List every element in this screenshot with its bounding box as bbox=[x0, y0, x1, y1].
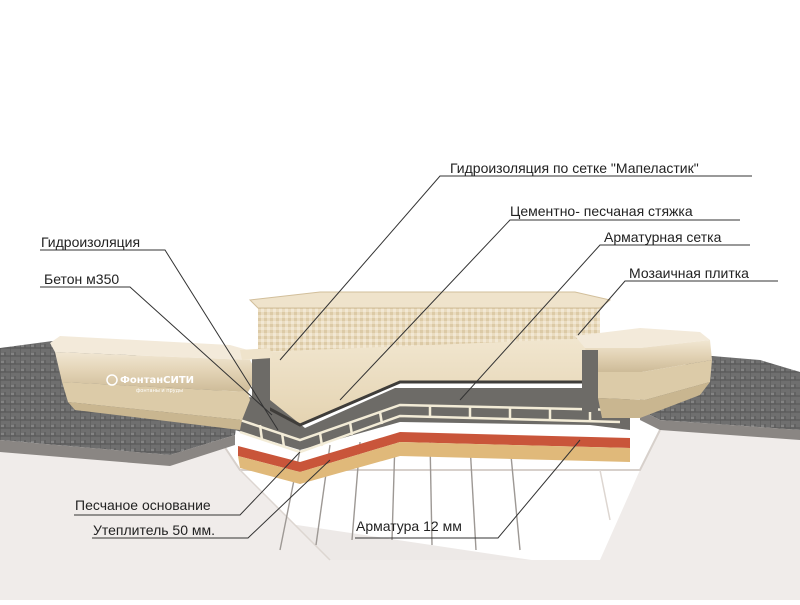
rebar-mesh bbox=[239, 403, 621, 454]
label-waterproofing: Гидроизоляция bbox=[41, 234, 141, 250]
rim-right bbox=[575, 328, 712, 418]
label-rebar-mesh: Арматурная сетка bbox=[604, 229, 722, 245]
concrete-layer bbox=[235, 388, 630, 450]
insulation-layer bbox=[238, 432, 630, 472]
label-concrete: Бетон м350 bbox=[44, 271, 120, 287]
leader-lines bbox=[40, 175, 778, 539]
label-cement-screed: Цементно- песчаная стяжка bbox=[510, 203, 693, 219]
label-rebar-12mm: Арматура 12 мм bbox=[356, 518, 462, 534]
sand-layer bbox=[238, 442, 630, 484]
brand-logo: ФонтанСИТИ bbox=[120, 375, 194, 386]
label-insulation: Утеплитель 50 мм. bbox=[93, 522, 216, 538]
soil-excavation bbox=[0, 410, 800, 600]
back-wall-mosaic bbox=[258, 298, 600, 352]
label-sand-base: Песчаное основание bbox=[75, 497, 211, 513]
rim-left: ФонтанСИТИ фонтаны и пруды bbox=[50, 336, 272, 430]
label-waterproofing-mesh: Гидроизоляция по сетке "Мапеластик" bbox=[450, 160, 699, 176]
brand-logo-icon bbox=[106, 374, 118, 386]
brand-tagline: фонтаны и пруды bbox=[136, 388, 183, 394]
label-mosaic-tile: Мозаичная плитка bbox=[629, 265, 749, 281]
